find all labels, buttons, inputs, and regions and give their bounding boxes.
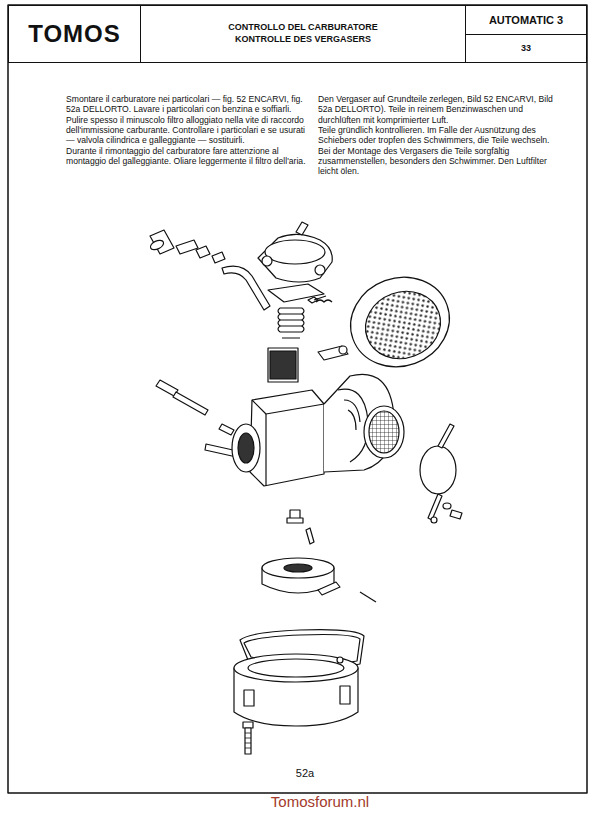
text-column: Den Vergaser auf Grundteile zerlegen, Bi… (318, 94, 562, 177)
text-column: Smontare il carburatore nei particolari … (66, 94, 306, 166)
idle-screw (156, 380, 242, 458)
series-box: AUTOMATIC 3 (465, 5, 587, 35)
slide-spring (278, 308, 304, 338)
body-text: Smontare il carburatore nei particolari … (66, 94, 306, 146)
carburetor-cap (258, 222, 332, 282)
page-number-box: 33 (465, 34, 587, 63)
body-text: Teile gründlich kontrollieren. Im Falle … (318, 125, 562, 146)
logo-box: TOMOS (8, 5, 141, 63)
lever (318, 346, 348, 360)
choke-lever (420, 424, 462, 523)
body-text: Durante il rimontaggio del carburatore f… (66, 146, 306, 167)
body-text: Bei der Montage des Vergasers die Teile … (318, 146, 562, 177)
body-text: Den Vergaser auf Grundteile zerlegen, Bi… (318, 94, 562, 125)
air-filter (338, 264, 462, 381)
header-text: 33 (521, 43, 531, 55)
watermark: Tomosforum.nl (200, 793, 440, 810)
header-text: CONTROLLO DEL CARBURATORE (228, 22, 378, 34)
fuel-inlet (149, 230, 270, 310)
bowl-screw (243, 722, 253, 754)
header-text: AUTOMATIC 3 (489, 13, 563, 27)
throttle-slide (268, 348, 298, 382)
filter-mesh (364, 406, 404, 458)
title-box: CONTROLLO DEL CARBURATOREKONTROLLE DES V… (140, 5, 466, 63)
float (262, 558, 376, 602)
header-text: KONTROLLE DES VERGASERS (235, 34, 371, 46)
float-bowl (234, 654, 358, 726)
figure-number: 52a (280, 767, 330, 779)
header-text: TOMOS (28, 18, 121, 49)
